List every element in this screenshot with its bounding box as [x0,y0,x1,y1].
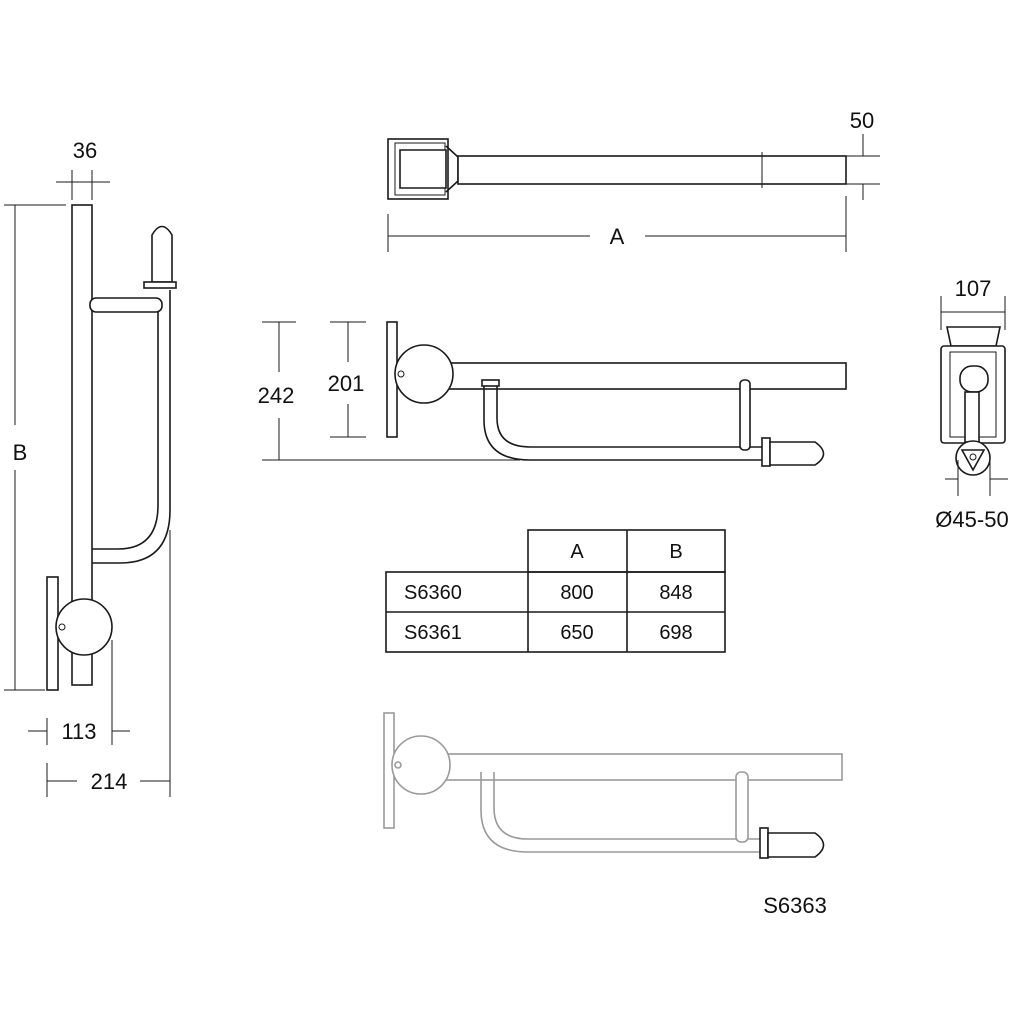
front-support-outer [483,382,765,461]
table-cell-b: 698 [659,622,692,644]
end-stem [964,391,980,443]
end-center-dot [969,453,977,461]
side-clamp-ring [89,297,163,313]
side-support-outer [92,305,159,550]
variant-end-flange [759,827,769,859]
table-cell-a: 650 [560,622,593,644]
dim-107: 107 [955,276,992,301]
variant-clamp-ring [735,771,749,843]
side-rosette [55,598,113,656]
table-header-a: A [570,541,584,563]
dim-36: 36 [73,138,97,163]
table-cell-b: 848 [659,582,692,604]
side-rosette-hole [58,623,66,631]
side-view: 36 B 113 214 [4,138,177,797]
front-view: 242 201 [258,321,847,467]
dim-b: B [13,440,28,465]
side-end-cap [151,225,173,283]
dim-113: 113 [61,719,96,744]
dim-201: 201 [328,371,365,396]
dim-214: 214 [91,769,128,794]
variant-end-cap [767,832,825,858]
variant-rosette [391,735,451,795]
table-header-b: B [669,541,682,563]
variant-label: S6363 [763,893,827,918]
front-rosette [394,344,454,404]
end-knob [959,365,989,393]
table-cell-model: S6361 [404,622,462,644]
end-triangle-icon [960,449,986,472]
top-bracket-block [399,149,447,189]
side-end-flange [143,281,177,289]
dim-242: 242 [258,383,295,408]
front-support-joint [481,379,500,387]
dim-a: A [610,224,625,249]
variant-main-bar [439,753,843,781]
table-cell-a: 800 [560,582,593,604]
table-cell-model: S6360 [404,582,462,604]
front-end-flange [761,437,771,467]
dim-diameter: Ø45-50 [935,507,1008,532]
variant-support-inner [493,772,762,840]
front-main-bar [439,362,847,390]
side-support-inner [92,290,171,564]
front-support-inner [496,382,765,448]
side-main-bar [71,204,93,686]
end-top-cap [946,326,1001,347]
model-table: A B S6360 800 848 S6361 650 698 [385,529,726,653]
front-clamp-ring [739,379,751,451]
dim-50: 50 [850,108,874,133]
variant-view: S6363 [383,712,843,918]
end-view: 107 Ø45-50 [935,276,1008,532]
variant-rosette-hole [394,761,402,769]
front-end-cap [769,441,825,466]
variant-support-outer [480,772,762,853]
top-view: 50 A [387,108,880,252]
top-tube [457,155,847,185]
front-rosette-hole [397,370,405,378]
